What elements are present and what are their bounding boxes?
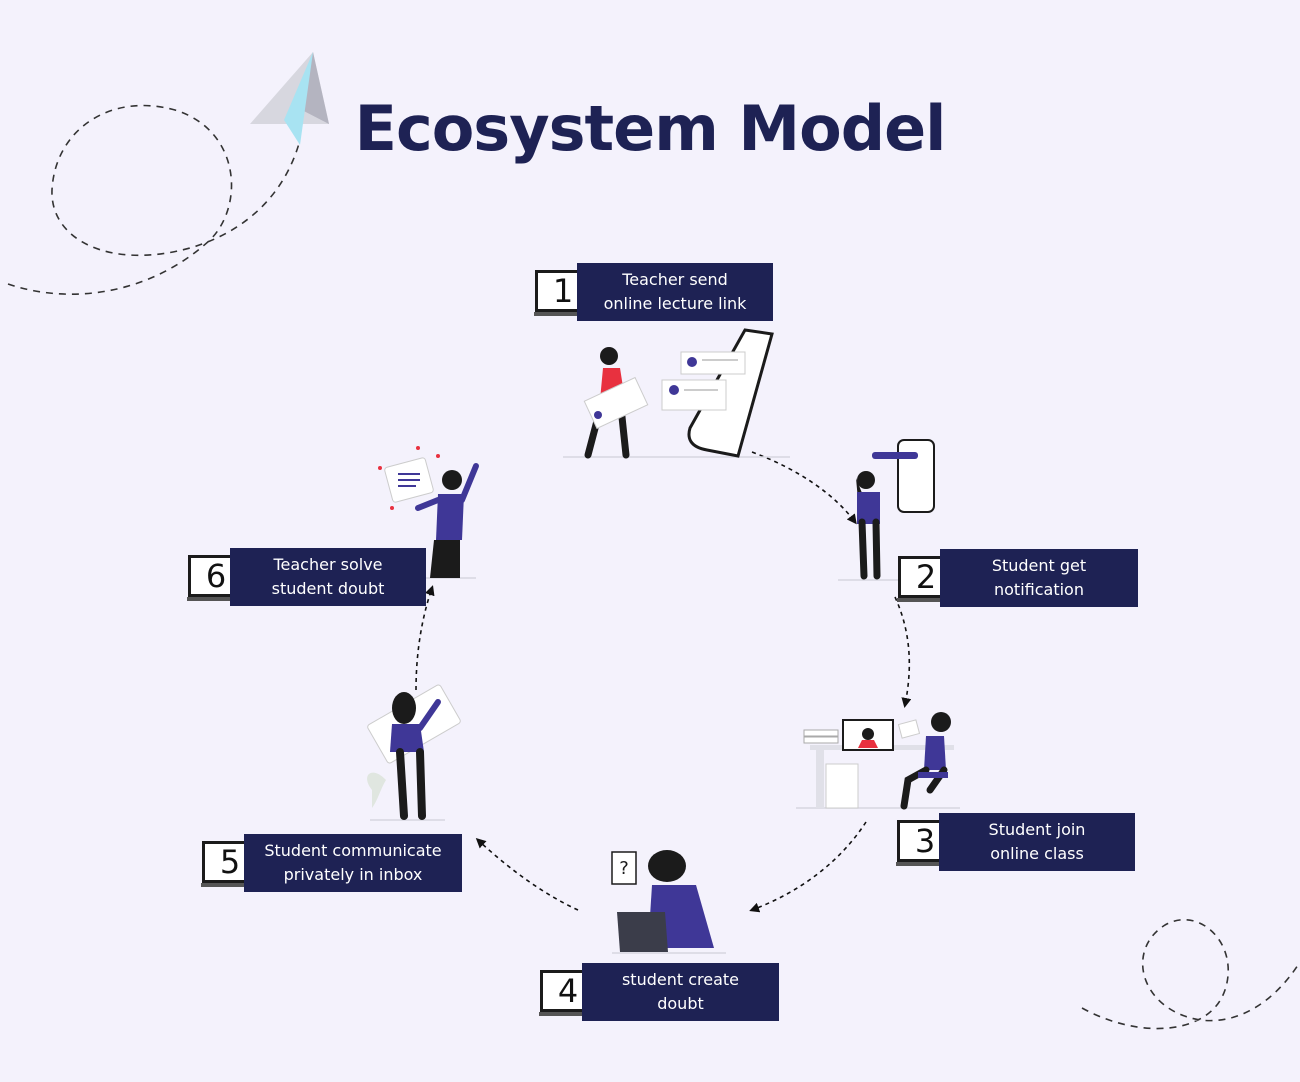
step-label: Student communicate privately in inbox (244, 834, 462, 892)
dashed-loop-top-left (7, 104, 301, 295)
illustration-private-inbox (367, 684, 461, 821)
step-5: 5 Student communicate privately in inbox (201, 834, 462, 892)
cycle-arrows (415, 451, 912, 913)
step-3: 3 Student join online class (896, 813, 1135, 871)
illustration-online-class (796, 712, 960, 810)
page-title: Ecosystem Model (354, 92, 947, 165)
dashed-loop-bottom-right (1081, 919, 1299, 1030)
step-label: Student join online class (939, 813, 1135, 871)
question-mark: ? (619, 858, 629, 879)
step-6: 6 Teacher solve student doubt (187, 548, 426, 606)
illustration-solve-doubt (378, 446, 479, 579)
illustration-create-doubt: ? (611, 850, 726, 954)
paper-plane-icon (250, 52, 329, 145)
step-label: Teacher solve student doubt (230, 548, 426, 606)
step-label: Teacher send online lecture link (577, 263, 773, 321)
step-2: 2 Student get notification (897, 549, 1138, 607)
step-label: student create doubt (582, 963, 779, 1021)
step-label: Student get notification (940, 549, 1138, 607)
illustration-teacher-phone (563, 328, 790, 459)
step-1: 1 Teacher send online lecture link (534, 263, 773, 321)
step-4: 4 student create doubt (539, 963, 779, 1021)
illustration-student-notification (838, 439, 935, 581)
